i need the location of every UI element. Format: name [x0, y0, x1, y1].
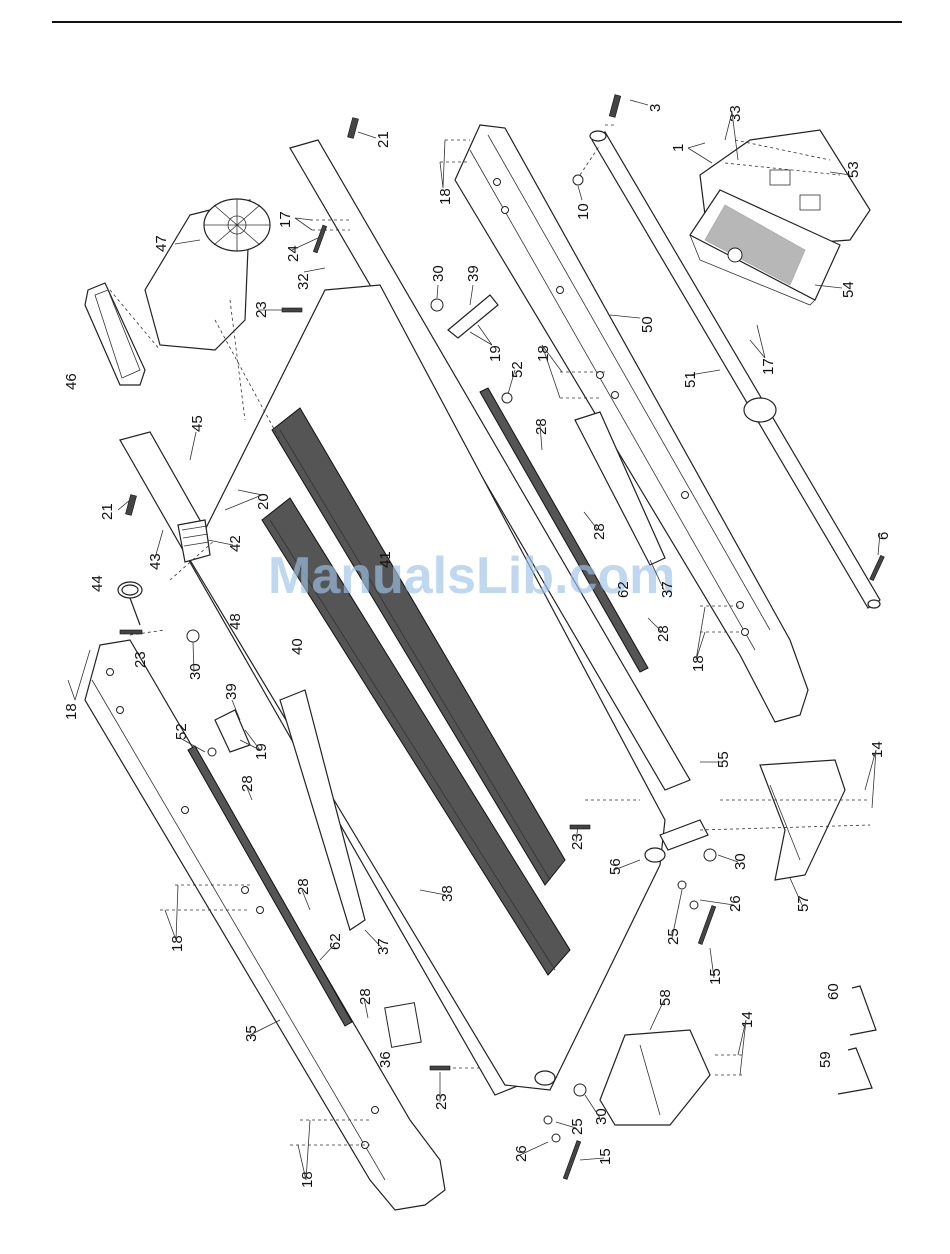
label-10: 10: [575, 203, 592, 220]
label-57: 57: [795, 895, 812, 912]
label-18-top: 18: [437, 188, 454, 205]
label-26-bottom: 26: [513, 1145, 530, 1162]
label-60: 60: [825, 983, 842, 1000]
hex-key-part-60: [850, 986, 876, 1035]
label-59: 59: [817, 1051, 834, 1068]
label-24: 24: [285, 245, 302, 262]
label-50: 50: [639, 316, 656, 333]
label-53: 53: [845, 161, 862, 178]
label-28-left-c: 28: [357, 988, 374, 1005]
label-23-left: 23: [132, 651, 149, 668]
label-39-top: 39: [465, 265, 482, 282]
rear-roller-part-56: [535, 1071, 555, 1085]
label-55: 55: [715, 751, 732, 768]
label-42: 42: [227, 535, 244, 552]
label-48: 48: [227, 613, 244, 630]
label-14-bottom: 14: [739, 1011, 756, 1028]
label-15-right: 15: [707, 968, 724, 985]
label-39-left: 39: [223, 683, 240, 700]
label-18-left-mid: 18: [169, 935, 186, 952]
label-56: 56: [607, 858, 624, 875]
label-14-top: 14: [869, 741, 886, 758]
label-17-top-right: 17: [760, 358, 777, 375]
label-62-left: 62: [327, 933, 344, 950]
label-35: 35: [243, 1025, 260, 1042]
label-28-right-a: 28: [591, 523, 608, 540]
label-6: 6: [875, 532, 892, 540]
label-18-left-upper: 18: [63, 703, 80, 720]
label-30-right: 30: [732, 853, 749, 870]
label-28-left-b: 28: [295, 878, 312, 895]
label-45: 45: [189, 415, 206, 432]
label-44: 44: [89, 575, 106, 592]
motor-belt-part-46: [85, 283, 145, 385]
label-41: 41: [377, 551, 394, 568]
label-62-right: 62: [615, 581, 632, 598]
label-46: 46: [63, 373, 80, 390]
label-18-right-lower: 18: [690, 655, 707, 672]
label-54: 54: [840, 281, 857, 298]
label-38: 38: [439, 885, 456, 902]
hex-key-part-59: [838, 1048, 872, 1094]
label-40: 40: [289, 638, 306, 655]
label-47: 47: [153, 235, 170, 252]
end-cap-part-57: [760, 760, 845, 880]
label-18-mid-right: 18: [535, 345, 552, 362]
end-cap-part-58: [600, 1030, 710, 1125]
label-1: 1: [670, 144, 687, 152]
label-26-right: 26: [727, 895, 744, 912]
label-36: 36: [377, 1051, 394, 1068]
label-19-left: 19: [253, 743, 270, 760]
label-58: 58: [657, 989, 674, 1006]
label-37-left: 37: [375, 938, 392, 955]
label-52-top: 52: [509, 361, 526, 378]
label-20: 20: [255, 493, 272, 510]
decal-part-36: [385, 1003, 421, 1048]
label-19-top: 19: [487, 345, 504, 362]
label-32: 32: [295, 273, 312, 290]
label-28-top: 28: [533, 418, 550, 435]
label-21-top: 21: [375, 131, 392, 148]
pulley-part-42: [178, 520, 210, 562]
label-52-left: 52: [173, 723, 190, 740]
label-23-center: 23: [569, 833, 586, 850]
label-17-top-left: 17: [277, 211, 294, 228]
label-30-left: 30: [187, 663, 204, 680]
label-21-left: 21: [99, 503, 116, 520]
label-23-bottom: 23: [433, 1093, 450, 1110]
label-15-bottom: 15: [597, 1148, 614, 1165]
motor-part-47: [145, 199, 270, 350]
label-18-bottom: 18: [299, 1171, 316, 1188]
label-30-top: 30: [430, 265, 447, 282]
label-33: 33: [727, 105, 744, 122]
label-3: 3: [647, 104, 664, 112]
wire-part-44: [118, 582, 142, 625]
